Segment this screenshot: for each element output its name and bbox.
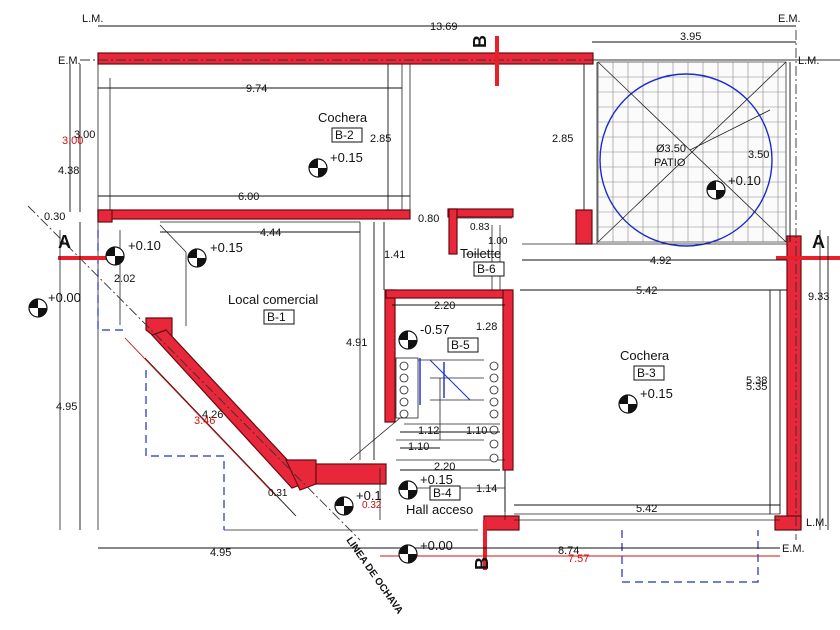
level-labels: +0.15 +0.10 +0.15 +0.00 -0.57 +0.15 +0.1… xyxy=(48,150,761,553)
section-a-left: A xyxy=(58,232,71,252)
dim-bot-757: 7.57 xyxy=(568,553,589,565)
level-cochera-right: +0.15 xyxy=(640,386,673,401)
room-toilette: Toilette xyxy=(460,246,501,261)
level-symbol-icon xyxy=(308,158,328,178)
dim-patio-width: 3.95 xyxy=(680,31,701,43)
lm-label-top-left: L.M. xyxy=(82,13,103,25)
room-labels: Cochera B-2 Local comercial B-1 Toilette… xyxy=(228,110,686,517)
level-symbol-icon xyxy=(618,394,638,414)
dim-426: 4.26 xyxy=(202,409,223,421)
patio-grid xyxy=(597,61,787,247)
em-label-left: E.M. xyxy=(58,55,81,67)
em-label-bottom-right: E.M. xyxy=(782,543,805,555)
room-cochera-right: Cochera xyxy=(620,348,670,363)
interior-lines xyxy=(97,62,787,531)
dim-030: 0.30 xyxy=(44,211,65,223)
dashed-outlines xyxy=(97,230,759,583)
dim-110b: 1.10 xyxy=(408,441,429,453)
dim-492: 4.92 xyxy=(650,255,671,267)
dim-bot-874: 8.74 xyxy=(558,545,579,557)
room-local-comercial: Local comercial xyxy=(228,292,318,307)
dim-542a: 5.42 xyxy=(636,285,657,297)
dimension-lines xyxy=(69,25,829,557)
level-local-b: +0.15 xyxy=(210,240,243,255)
level-stair: -0.57 xyxy=(420,322,450,337)
level-symbol-icon xyxy=(398,330,418,350)
dim-220b: 2.20 xyxy=(434,461,455,473)
room-cochera-top: Cochera xyxy=(318,110,368,125)
room-patio: PATIO xyxy=(654,157,686,169)
stair xyxy=(395,357,500,463)
lm-label-bottom-right: L.M. xyxy=(806,517,827,529)
dim-141: 1.41 xyxy=(384,249,405,261)
level-hall-a: +0.15 xyxy=(420,472,453,487)
level-patio: +0.10 xyxy=(728,173,761,188)
level-symbol-icon xyxy=(706,180,726,200)
dim-083: 0.83 xyxy=(470,222,490,233)
tag-b3: B-3 xyxy=(637,366,656,380)
level-cochera-top: +0.15 xyxy=(330,150,363,165)
dim-patio-h: 3.50 xyxy=(748,149,769,161)
level-symbol-icon xyxy=(334,496,354,516)
level-symbol-icon xyxy=(105,246,125,266)
dim-933: 9.33 xyxy=(808,291,829,303)
tag-b5: B-5 xyxy=(451,338,470,352)
dim-444: 4.44 xyxy=(260,227,281,239)
level-symbol-icon xyxy=(398,480,418,500)
dim-285b: 2.85 xyxy=(552,133,573,145)
level-hall-b: +0.1 xyxy=(356,488,382,503)
dim-220a: 2.20 xyxy=(434,300,455,312)
dim-438: 4.38 xyxy=(58,165,79,177)
dim-542b: 5.42 xyxy=(636,503,657,515)
dimension-texts: 13.69 3.95 9.74 3.00 3.00 4.38 2.85 2.85… xyxy=(44,21,829,565)
level-local-a: +0.10 xyxy=(128,238,161,253)
level-symbol-icon xyxy=(398,544,418,564)
dim-285a: 2.85 xyxy=(370,133,391,145)
section-b-bottom: B xyxy=(472,557,492,570)
lm-label-right: L.M. xyxy=(798,55,819,67)
tag-b4: B-4 xyxy=(433,486,452,500)
dim-032: 0.32 xyxy=(362,500,382,511)
dim-300: 3.00 xyxy=(74,129,95,141)
ochava-label: LINEA DE OCHAVA xyxy=(344,535,405,616)
dim-495: 4.95 xyxy=(56,401,77,413)
em-label-top-right: E.M. xyxy=(778,13,801,25)
room-hall-acceso: Hall acceso xyxy=(406,502,473,517)
level-bottom: +0.00 xyxy=(420,538,453,553)
dim-cochera-width: 9.74 xyxy=(246,83,267,95)
labels-lm-em: L.M. E.M. E.M. L.M. L.M. E.M. xyxy=(58,13,827,555)
level-symbol-icon xyxy=(28,298,48,318)
dim-300-red: 3.00 xyxy=(62,135,83,147)
tag-b1: B-1 xyxy=(267,310,286,324)
tag-b2: B-2 xyxy=(335,128,354,142)
boundary-lines xyxy=(27,30,840,541)
dim-bot-495: 4.95 xyxy=(210,547,231,559)
dim-346: 3.46 xyxy=(194,415,215,427)
level-symbol-icon xyxy=(187,248,207,268)
patio-diameter: Ø3.50 xyxy=(656,143,686,155)
level-left: +0.00 xyxy=(48,290,81,305)
tag-b6: B-6 xyxy=(477,262,496,276)
dim-110a: 1.10 xyxy=(466,425,487,437)
section-a-right: A xyxy=(812,232,825,252)
dim-080: 0.80 xyxy=(418,213,439,225)
dim-202: 2.02 xyxy=(114,273,135,285)
dim-491: 4.91 xyxy=(346,337,367,349)
level-markers xyxy=(28,158,726,564)
dim-600: 6.00 xyxy=(238,191,259,203)
section-markers xyxy=(58,36,840,570)
dim-031: 0.31 xyxy=(268,488,288,499)
dim-total-width: 13.69 xyxy=(430,21,458,33)
dim-128: 1.28 xyxy=(476,321,497,333)
dim-100: 1.00 xyxy=(488,236,508,247)
dim-538: 5.38 xyxy=(746,375,767,387)
dim-535: 5.35 xyxy=(746,381,767,393)
dim-112: 1.12 xyxy=(418,425,439,437)
dim-114: 1.14 xyxy=(476,483,497,495)
section-b-top: B xyxy=(470,35,490,48)
